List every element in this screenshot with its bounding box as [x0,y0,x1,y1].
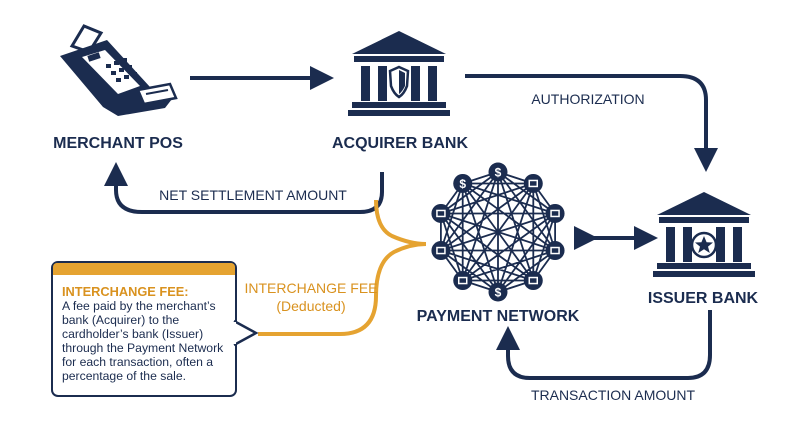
authorization-label: AUTHORIZATION [531,91,644,107]
callout-pointer [232,319,259,347]
transfer-icon [453,271,473,291]
pos-terminal-icon [60,24,178,116]
interchange-fee-brace [258,199,427,336]
transaction-amount-label: TRANSACTION AMOUNT [531,387,696,403]
card-icon [431,203,451,223]
acquirer-bank-label: ACQUIRER BANK [332,135,468,152]
callout-title: INTERCHANGE FEE: [62,284,189,299]
bank-building-icon [653,192,755,277]
settings-icon [523,271,543,291]
interchange-fee-callout: INTERCHANGE FEE: A fee paid by the merch… [51,261,237,397]
network-mesh-icon [440,171,556,293]
issuer-bank-label: ISSUER BANK [648,290,759,307]
interchange-fee-label: INTERCHANGE FEE [244,280,377,296]
settings-icon [545,203,565,223]
user-icon [431,241,451,261]
callout-body: A fee paid by the merchant’s bank (Acqui… [62,299,224,383]
callout-text: INTERCHANGE FEE: A fee paid by the merch… [62,284,234,384]
net-settlement-arrow [104,162,384,214]
net-settlement-label: NET SETTLEMENT AMOUNT [159,187,347,203]
dollar-icon: $ [488,282,508,302]
merchant-pos-label: MERCHANT POS [53,135,183,152]
dollar-icon: $ [488,162,508,182]
interchange-fee-deducted-label: (Deducted) [276,298,345,314]
star-icon [690,231,718,259]
bank-icon [545,241,565,261]
chart-icon [523,173,543,193]
dollar-icon: $ [453,173,473,193]
payment-network-label: PAYMENT NETWORK [417,308,580,325]
shield-icon [388,65,410,99]
authorization-arrow [465,74,718,172]
network-nodes: $ $ $ [431,162,565,302]
svg-text:$: $ [495,166,502,180]
bank-building-icon [348,31,450,116]
svg-text:$: $ [459,177,466,191]
transaction-amount-arrow [496,310,712,380]
svg-text:$: $ [495,286,502,300]
callout-header-bar [53,263,235,275]
